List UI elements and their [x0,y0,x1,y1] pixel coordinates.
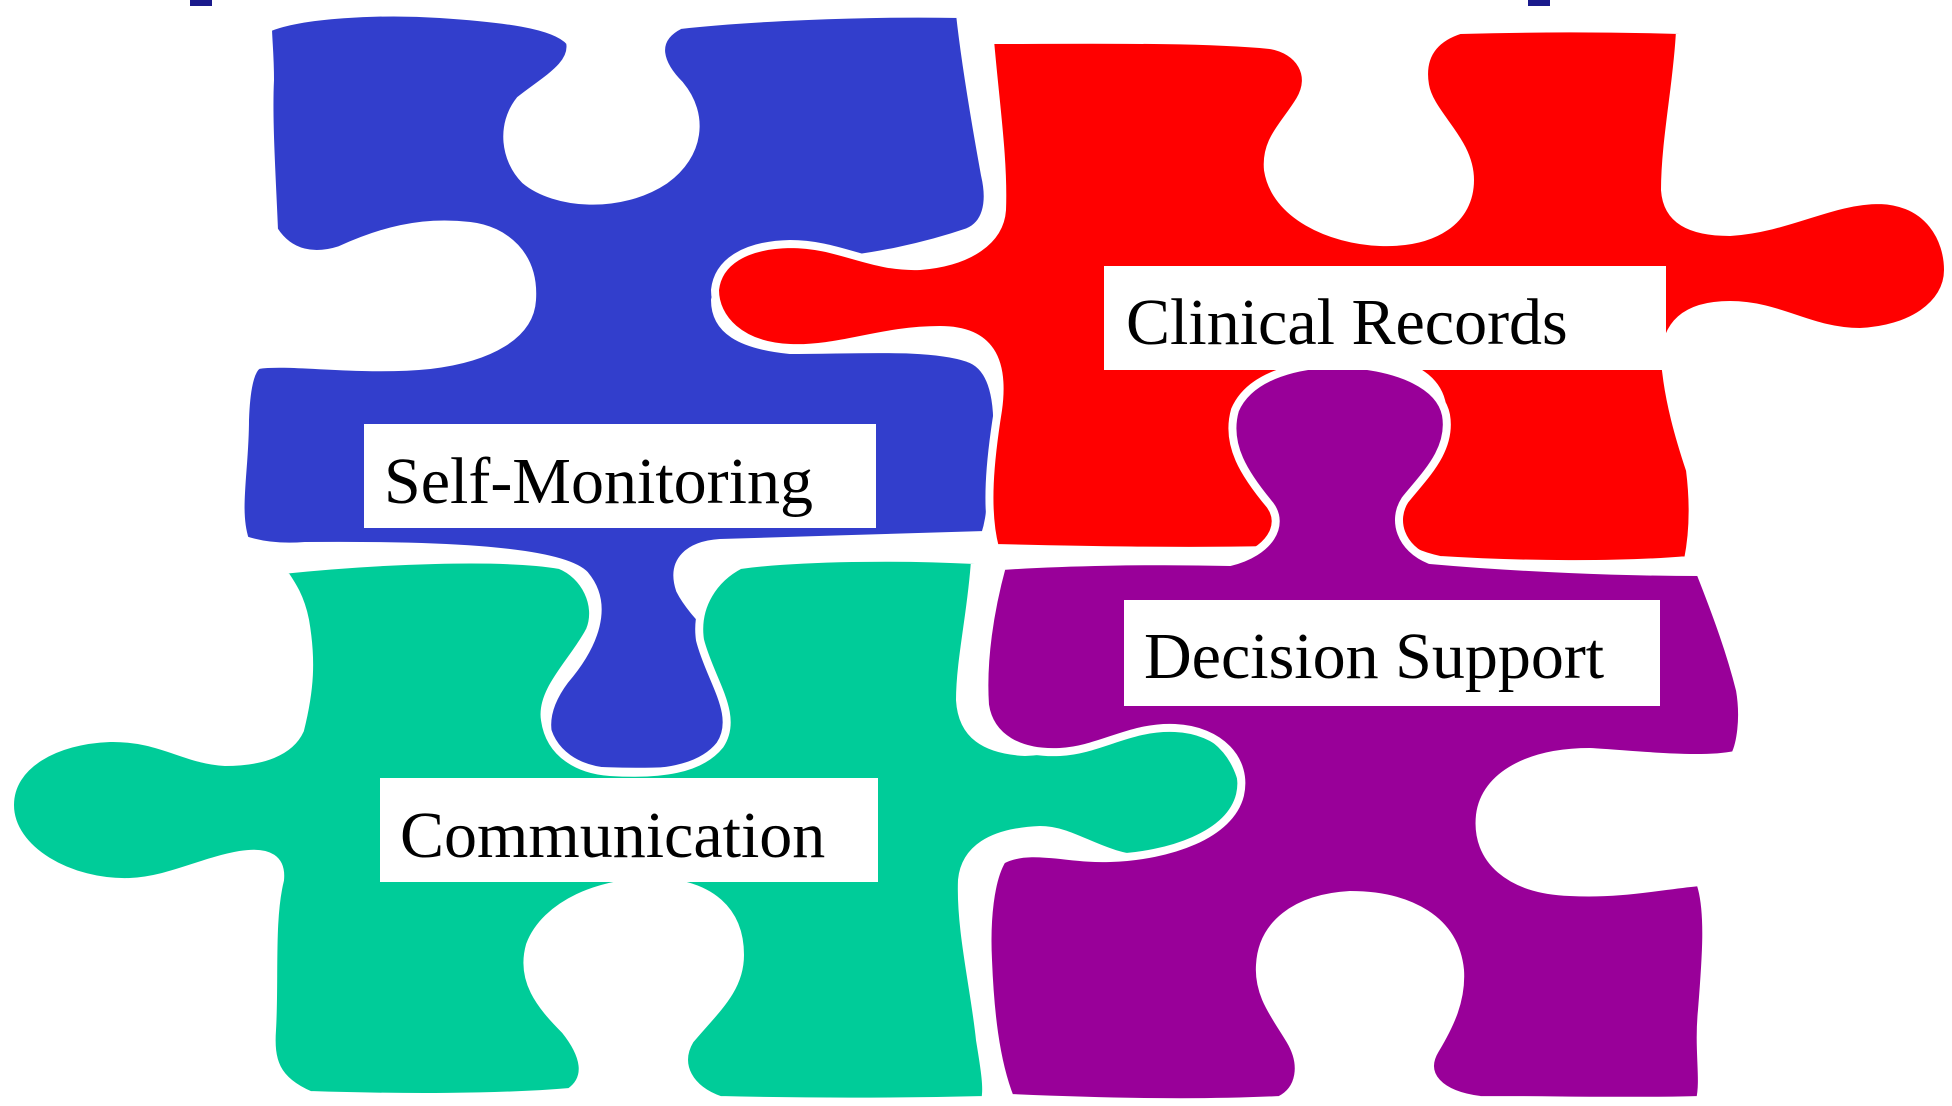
decision-support-piece [980,359,1747,1106]
self-monitoring-label: Self-Monitoring [384,445,813,518]
communication-label: Communication [400,799,825,872]
header-fragment-right [1528,0,1550,6]
clinical-records-label: Clinical Records [1126,286,1568,359]
self-monitoring-piece [236,8,1002,776]
header-fragment-left [190,0,212,6]
communication-label-box: Communication [380,778,878,882]
header-fragment [190,0,1550,6]
self-monitoring-label-box: Self-Monitoring [364,424,876,528]
decision-support-label-box: Decision Support [1124,600,1660,706]
clinical-records-label-box: Clinical Records [1104,266,1666,370]
decision-support-label: Decision Support [1144,620,1604,693]
